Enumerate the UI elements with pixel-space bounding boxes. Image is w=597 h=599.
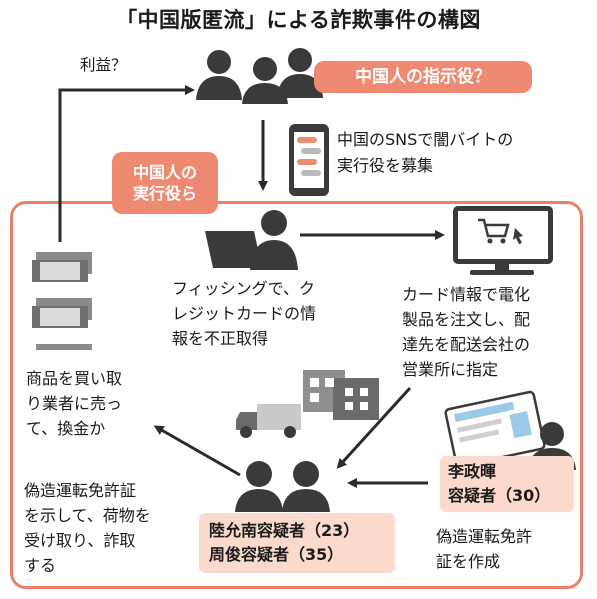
boss-figures-icon [196,48,323,104]
warehouse-icon [303,370,379,420]
sell-label: 商品を買い取 り業者に売っ て、換金か [26,369,123,438]
boss-tag: 中国人の指示役？ [314,61,532,93]
smartphone-icon [289,124,329,196]
execution-frame [10,201,583,589]
diagram-title: 「中国版匿流」による詐欺事件の構図 [116,8,481,32]
delivery-truck-icon [236,404,301,438]
executor-tag: 中国人の 実行役ら [112,152,218,214]
suspects-pair-figure-icon [235,461,330,512]
suspects-pair-box: 陸允南容疑者（23） 周俊容疑者（35） [199,513,395,573]
suspect-li-box: 李政暉 容疑者（30） [440,456,574,512]
order-label: カード情報で電化 製品を注文し、配 達先を配送会社の 営業所に指定 [402,285,531,379]
shopping-computer-icon [453,206,553,275]
profit-arrow [58,85,195,242]
sns-recruit-label: 中国のSNSで闇バイトの 実行役を募集 [337,130,514,175]
pickup-label: 偽造運転免許証 を示して、荷物を 受け取り、詐取 する [24,481,151,575]
license-card-icon [444,390,546,468]
hacker-laptop-icon [205,210,298,270]
forged-license-label: 偽造運転免許 証を作成 [436,527,533,571]
money-stack-icon [32,252,92,350]
profit-label: 利益？ [80,56,127,74]
phishing-label: フィッシングで、ク レジットカードの情 報を不正取得 [172,279,317,348]
delivery-arrow [336,386,412,469]
sell-arrow [153,425,241,477]
